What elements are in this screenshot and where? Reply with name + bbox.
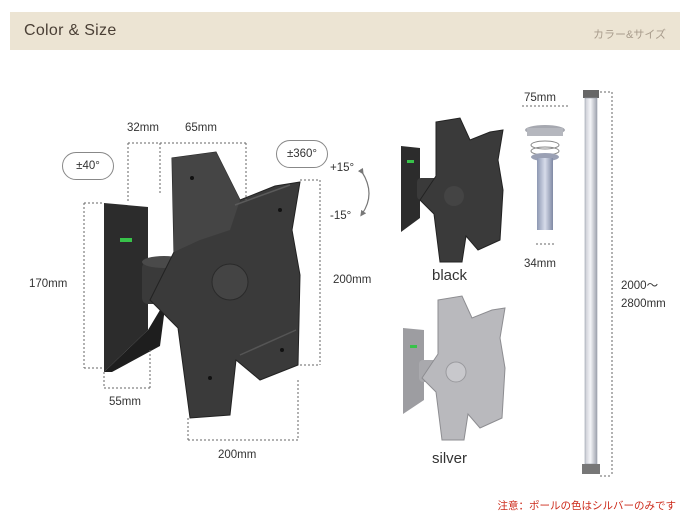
section-title: Color & Size (24, 22, 117, 39)
dim-base-width: 55mm (109, 396, 141, 408)
color-silver-label: silver (432, 450, 468, 467)
section-subtitle: カラー&サイズ (592, 29, 666, 41)
section-header: Color & Size カラー&サイズ (10, 12, 680, 50)
tilt-down-label: -15° (330, 210, 352, 222)
black-mount-small (401, 117, 504, 263)
dim-bracket-height: 170mm (29, 278, 68, 290)
tilt-horizontal-label: ±40° (76, 160, 100, 172)
dim-top-plate: 65mm (185, 122, 217, 134)
tilt-horizontal-badge: ±40° (62, 152, 114, 180)
silver-mount (403, 295, 506, 441)
dim-plate-width: 200mm (218, 449, 257, 461)
pole-top-width: 75mm (524, 92, 556, 104)
pole (582, 90, 613, 477)
pole-bottom-width: 34mm (524, 258, 556, 270)
pole-adapter (522, 105, 568, 245)
tilt-up-label: +15° (330, 162, 355, 174)
color-black-label: black (432, 267, 468, 284)
black-mount-large (104, 151, 301, 419)
dim-plate-height: 200mm (333, 274, 372, 286)
pole-color-note: 注意：ポールの色はシルバーのみです (497, 500, 677, 512)
pole-length: 2000〜 2800mm (621, 280, 666, 310)
rotation-label: ±360° (286, 148, 318, 160)
dimension-lines (83, 142, 321, 441)
dim-top-left: 32mm (127, 122, 159, 134)
rotation-badge: ±360° (276, 140, 328, 168)
